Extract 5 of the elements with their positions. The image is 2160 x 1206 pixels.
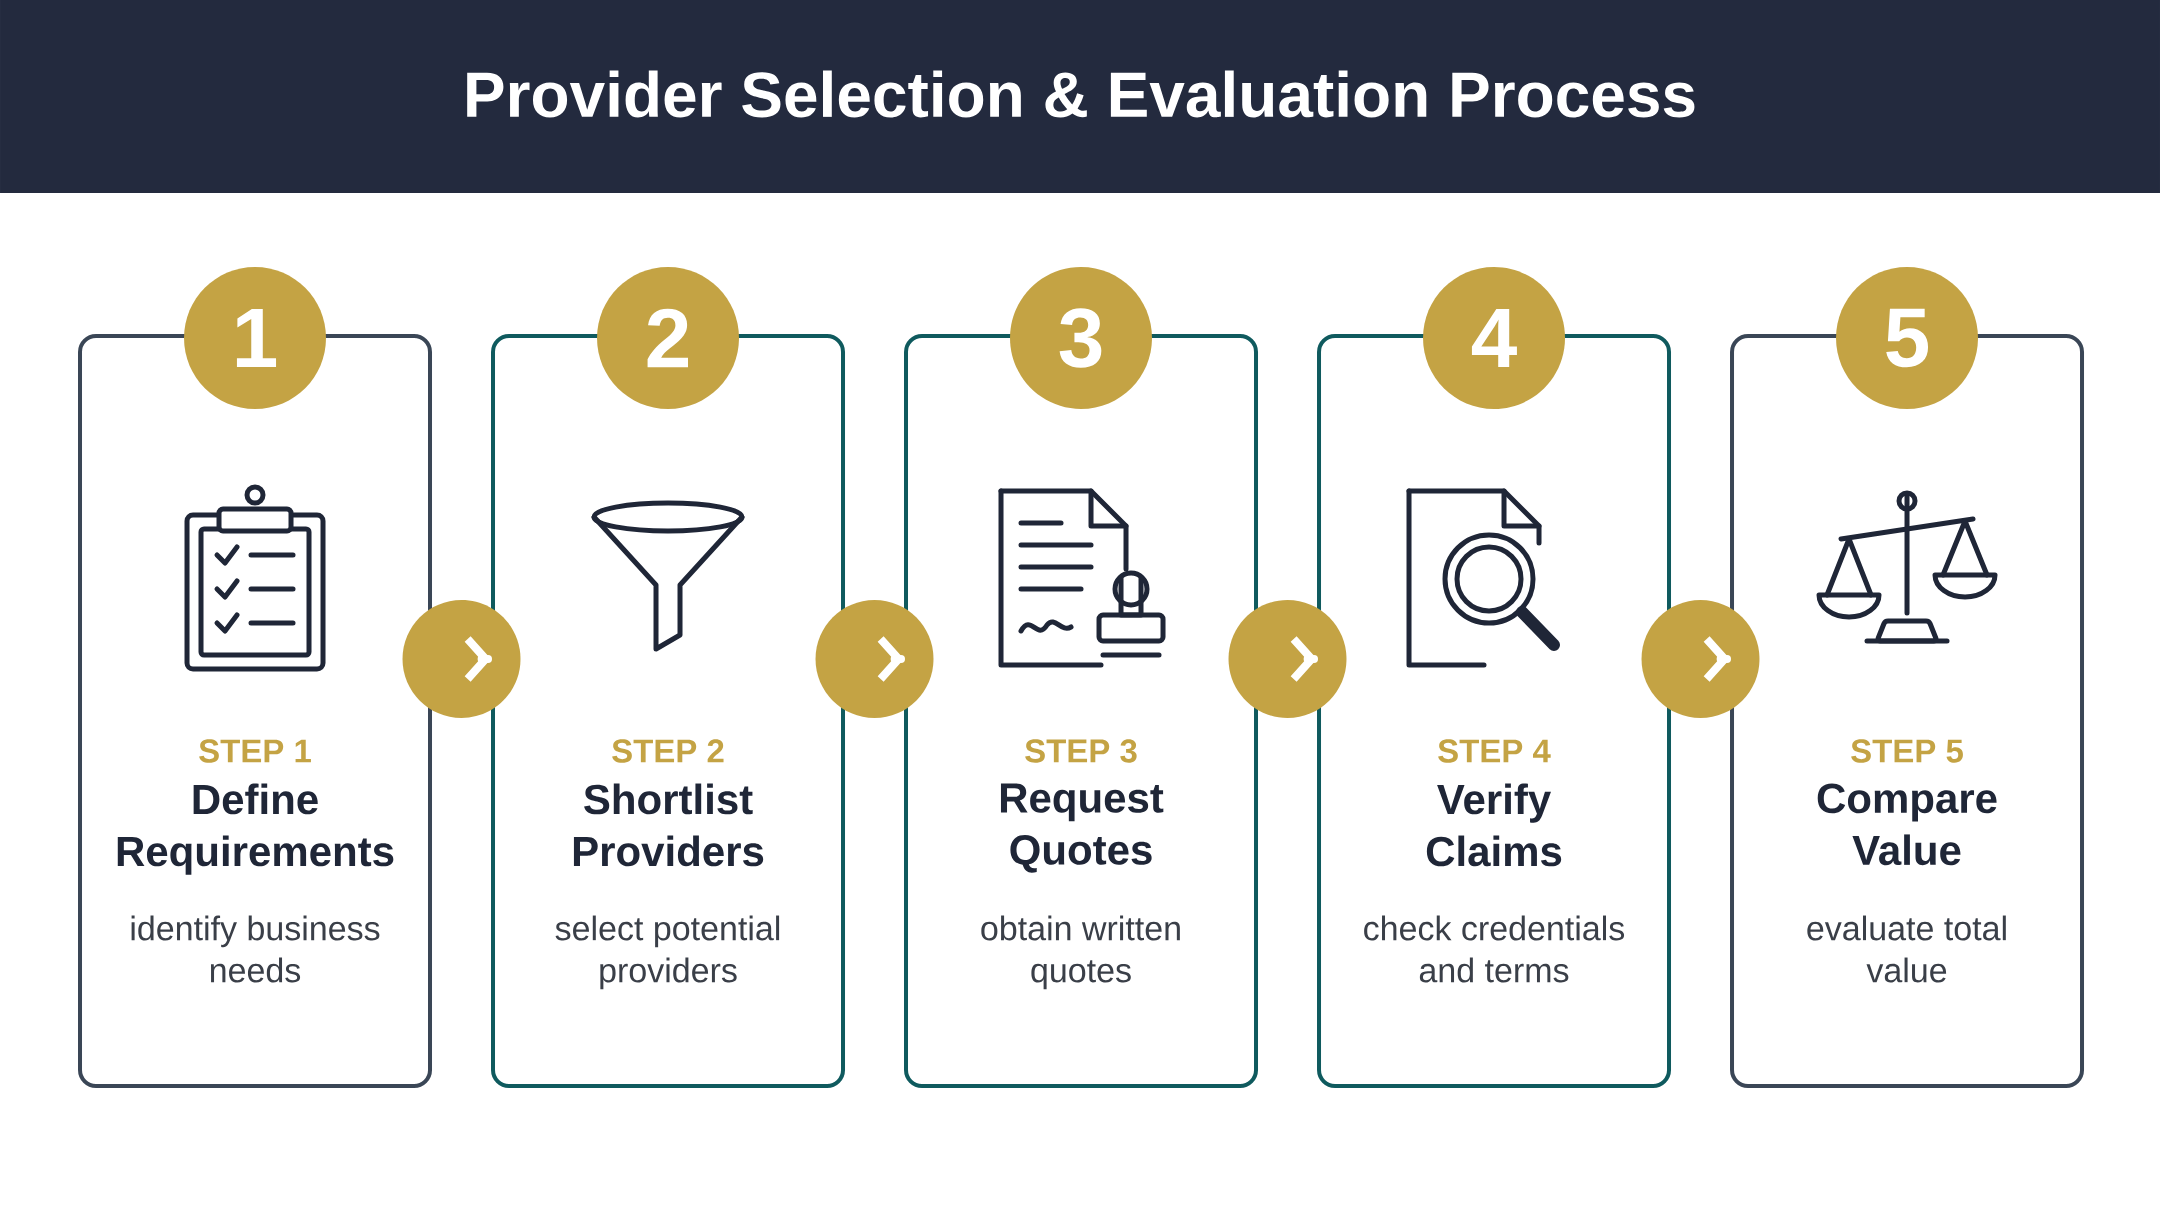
chevron-arrow: [1641, 600, 1760, 718]
chevron-arrow: [1228, 600, 1347, 718]
title: Provider Selection & Evaluation Process: [467, 70, 1695, 118]
chevron-arrow: [815, 600, 934, 718]
chevron-arrow: [402, 600, 521, 718]
